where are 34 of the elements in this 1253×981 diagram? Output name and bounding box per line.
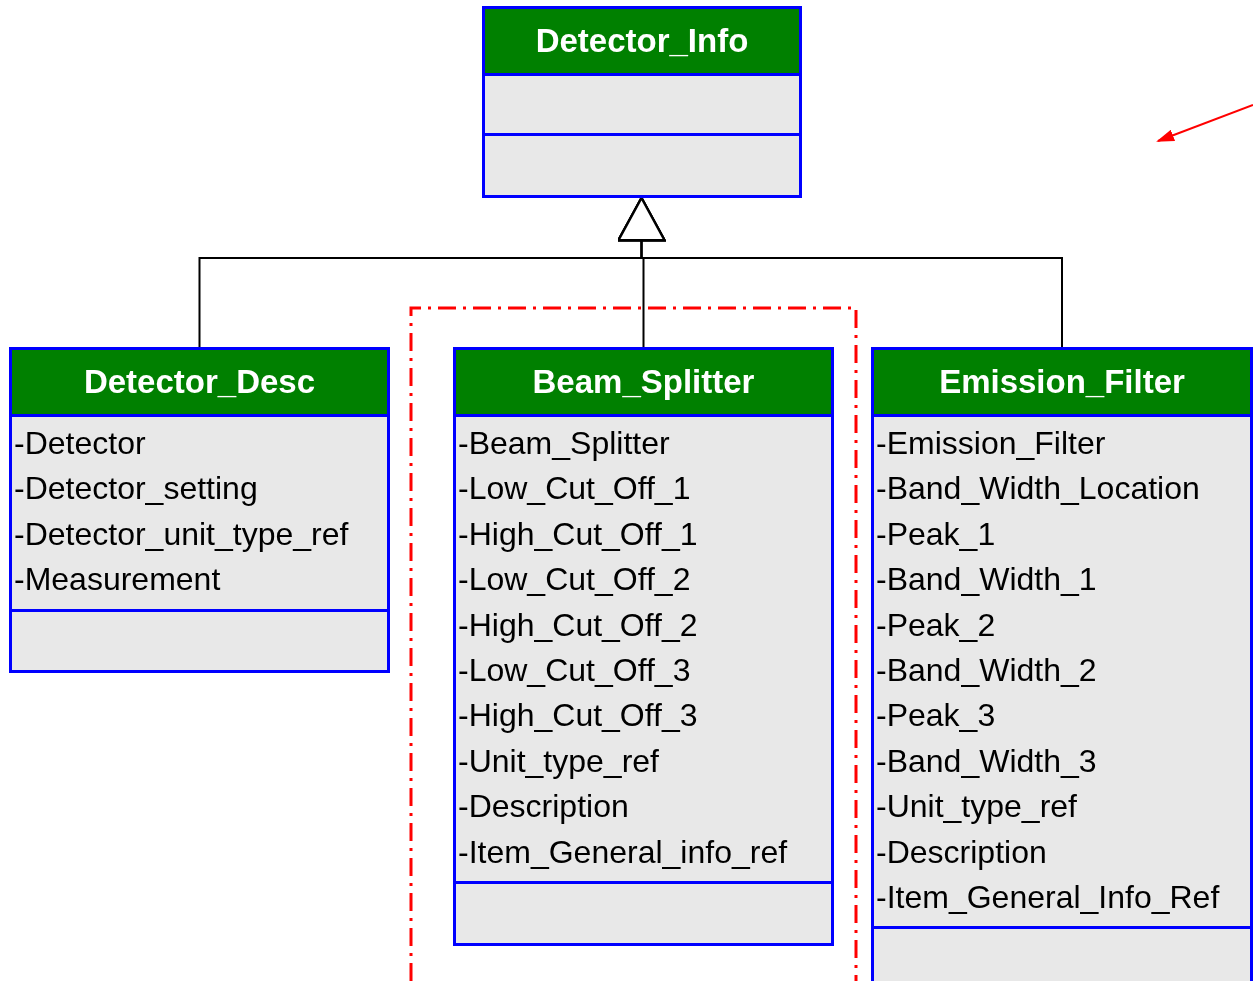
attribute: -Band_Width_Location (876, 469, 1200, 509)
attribute: -High_Cut_Off_3 (458, 696, 698, 736)
attribute: -Item_General_Info_Ref (876, 878, 1220, 918)
attribute: -Description (876, 832, 1047, 872)
attribute: -Peak_2 (876, 605, 996, 645)
class-name: Detector_Info (485, 9, 799, 76)
attribute: -Low_Cut_Off_1 (458, 469, 691, 509)
class-box (482, 6, 802, 198)
class-box (9, 347, 390, 673)
attribute: -Item_General_info_ref (458, 832, 788, 872)
attribute: -Beam_Splitter (458, 424, 670, 463)
attribute: -Band_Width_3 (876, 741, 1097, 781)
attribute: -Band_Width_2 (876, 651, 1097, 691)
attribute: -Unit_type_ref (876, 787, 1077, 827)
attribute: -Peak_3 (876, 696, 996, 736)
attribute: -Peak_1 (876, 514, 996, 554)
attribute: -Detector_unit_type_ref (14, 514, 349, 554)
attribute: -Emission_Filter (876, 424, 1106, 463)
attribute: -Measurement (14, 560, 221, 600)
class-name: Emission_Filter (874, 350, 1250, 417)
class-box (871, 347, 1253, 981)
class-name: Detector_Desc (12, 350, 387, 417)
inheritance-arrow (617, 196, 1063, 348)
attribute: -Detector_setting (14, 469, 258, 509)
attribute: -Low_Cut_Off_3 (458, 651, 691, 691)
attribute: -Band_Width_1 (876, 560, 1097, 600)
class-name: Beam_Splitter (456, 350, 831, 417)
attribute: -Description (458, 787, 629, 827)
attribute: -High_Cut_Off_2 (458, 605, 698, 645)
class-box (453, 347, 834, 947)
attribute: -High_Cut_Off_1 (458, 514, 698, 554)
attribute: -Unit_type_ref (458, 741, 659, 781)
attribute: -Detector (14, 424, 146, 463)
attribute: -Low_Cut_Off_2 (458, 560, 691, 600)
